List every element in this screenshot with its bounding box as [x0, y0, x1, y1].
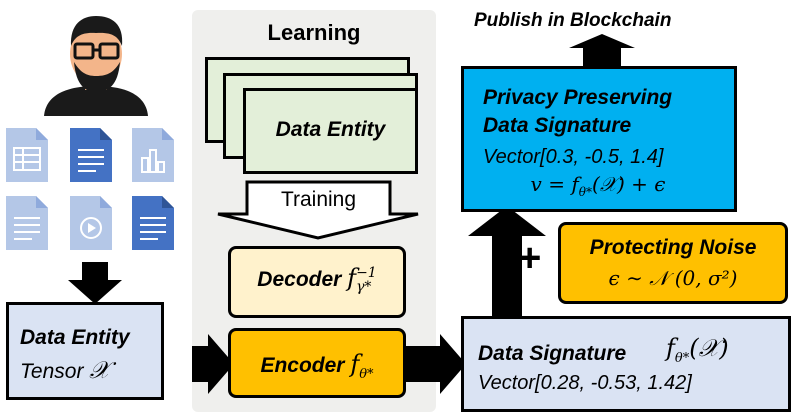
plus-sign: +: [518, 236, 542, 280]
arrow-input-to-encoder: [192, 334, 234, 394]
training-arrow: [217, 180, 419, 240]
data-entity-card-label: Data Entity: [275, 118, 386, 141]
decoder-label: Decoder: [257, 268, 342, 291]
private-vector: Vector[0.3, -0.5, 1.4]: [483, 146, 664, 168]
data-signature-box: [461, 316, 791, 412]
encoder-box: [228, 328, 406, 398]
publish-label: Publish in Blockchain: [474, 10, 672, 31]
user-avatar-icon: [44, 16, 148, 116]
privacy-preserving-signature-box: [461, 66, 737, 212]
protecting-noise-title: Protecting Noise: [589, 236, 757, 259]
video-document-icon: [70, 196, 112, 250]
arrow-signature-to-private: [468, 206, 546, 318]
chart-document-icon: [132, 128, 174, 182]
private-title-line2: Data Signature: [483, 114, 632, 137]
arrow-encoder-to-signature: [406, 334, 466, 394]
private-formula: v = fθ*(𝒳) + ϵ: [530, 172, 666, 199]
encoder-math: fθ*: [350, 350, 374, 382]
text-document-icon: [70, 128, 112, 182]
down-arrow-to-input: [68, 262, 122, 304]
data-signature-math: fθ*(𝒳): [666, 334, 729, 366]
private-title-line1: Privacy Preserving: [483, 86, 673, 109]
learning-title: Learning: [267, 20, 361, 45]
spreadsheet-document-icon: [6, 128, 48, 182]
protecting-noise-formula: ϵ ∼ 𝒩 (0, σ²): [608, 266, 738, 290]
training-label: Training: [280, 188, 357, 211]
protecting-noise-box: [558, 222, 788, 304]
input-title: Data Entity: [20, 326, 130, 349]
data-signature-vector: Vector[0.28, -0.53, 1.42]: [478, 372, 692, 394]
input-subtitle-row: Tensor 𝒳: [20, 356, 110, 384]
data-entity-card-front: [243, 88, 418, 174]
decoder-box: [228, 246, 406, 318]
input-symbol: 𝒳: [89, 356, 110, 384]
publish-arrow: [569, 34, 635, 68]
encoder-label: Encoder: [260, 354, 345, 377]
input-subtitle: Tensor: [20, 360, 84, 383]
encoder-content: Encoder fθ*: [228, 350, 406, 382]
text-document-icon: [132, 196, 174, 250]
text-document-icon: [6, 196, 48, 250]
data-signature-title: Data Signature: [478, 342, 627, 365]
input-data-entity-box: [6, 302, 164, 400]
